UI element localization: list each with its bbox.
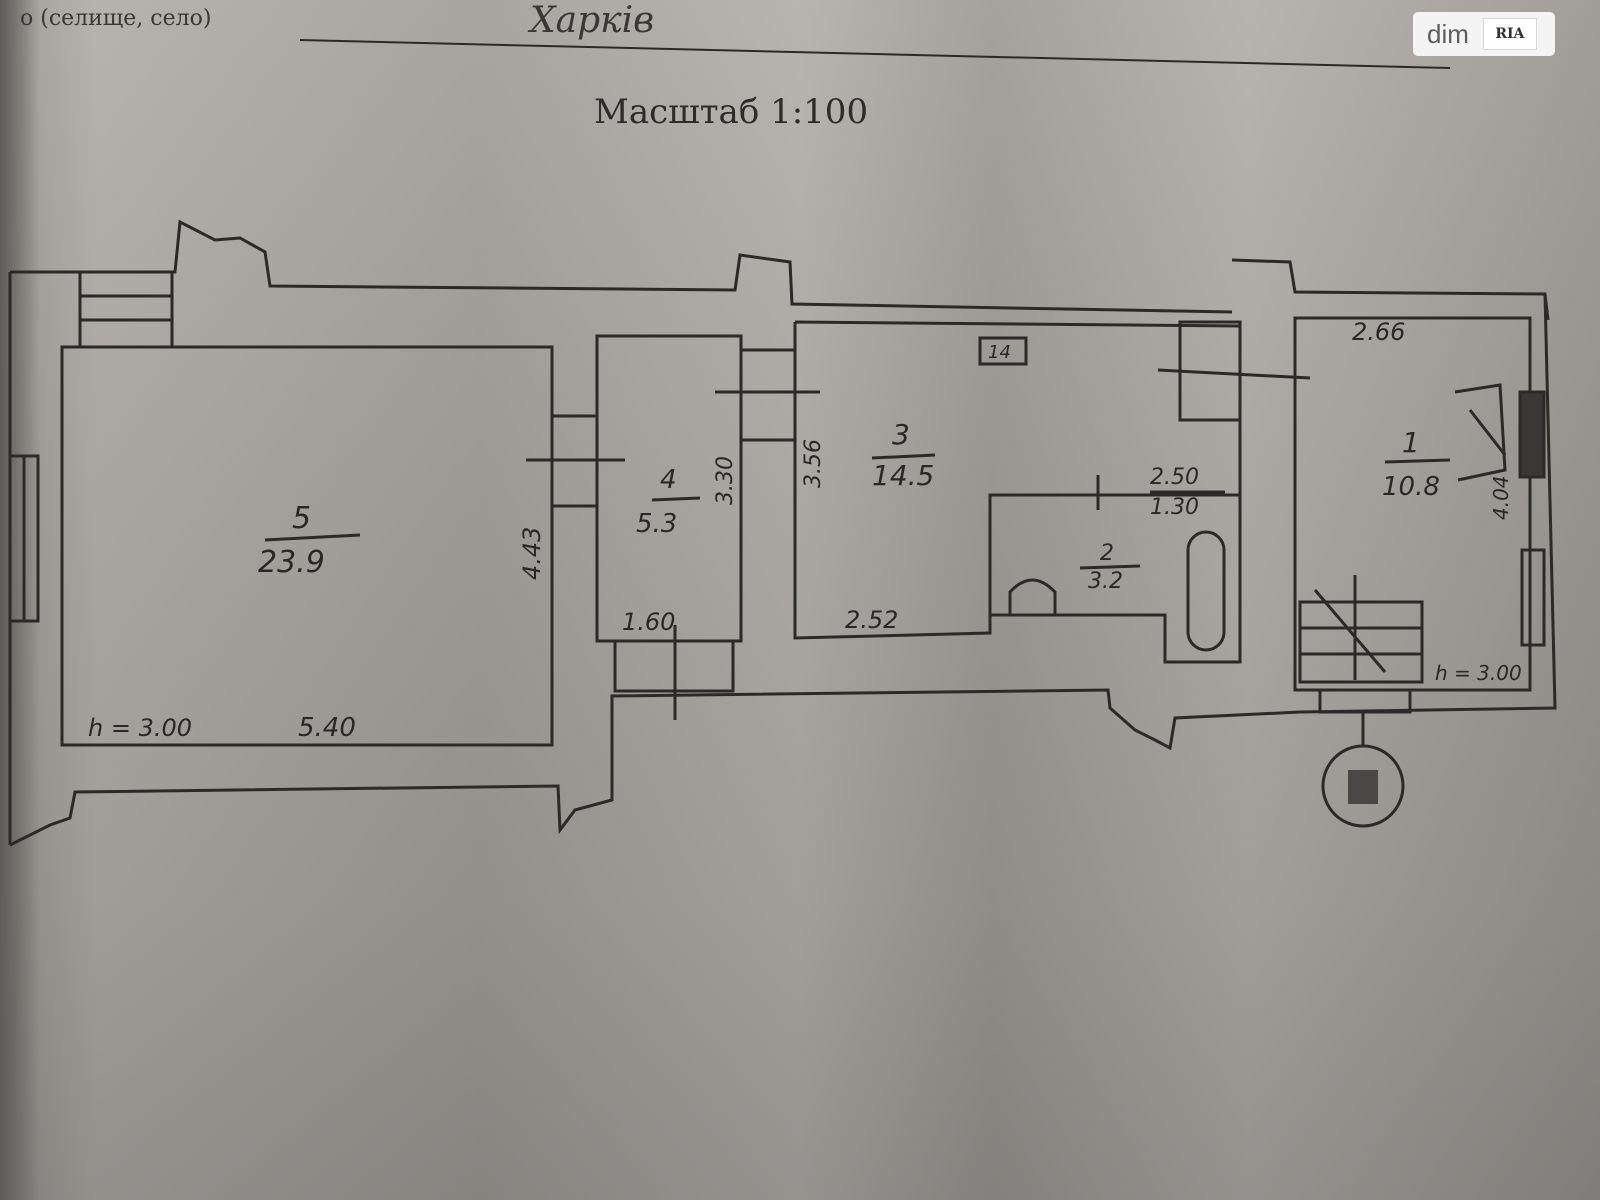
header-label: о (селище, село) xyxy=(20,6,212,31)
dim-ria-logo[interactable]: dim RIA xyxy=(1413,12,1555,56)
room-1-number: 1 xyxy=(1402,426,1420,459)
room-3-number: 3 xyxy=(892,418,910,451)
window-right-top xyxy=(1518,390,1546,479)
bathtub xyxy=(1186,530,1226,652)
handwritten-city-name: Харків xyxy=(530,0,655,41)
room-2-width-top: 2.50 xyxy=(1150,465,1199,490)
room-1-width: 2.66 xyxy=(1352,318,1405,346)
outer-wall-bottom xyxy=(9,688,1301,847)
room-5-area: 23.9 xyxy=(258,545,325,580)
outer-wall-right xyxy=(1299,293,1557,714)
room-3-width: 2.52 xyxy=(845,606,898,634)
outer-wall-top xyxy=(10,219,1233,314)
badge-box xyxy=(978,336,1028,366)
entry-steps xyxy=(78,270,174,349)
stove-symbol xyxy=(1454,383,1507,482)
room-1-height: h = 3.00 xyxy=(1435,661,1522,685)
window-right-bottom xyxy=(1520,548,1546,647)
room-2-width-bottom: 1.30 xyxy=(1150,495,1199,520)
scale-label: Масштаб 1:100 xyxy=(594,92,869,132)
header-underline xyxy=(299,39,1451,69)
room-5-width: 5.40 xyxy=(298,713,356,743)
badge-number: 14 xyxy=(988,342,1011,363)
stair-room-1 xyxy=(1298,600,1424,684)
toilet xyxy=(1008,578,1057,617)
room-2-outline xyxy=(990,493,1242,664)
door-4-3 xyxy=(739,348,797,442)
room-5-outline xyxy=(60,345,554,747)
logo-ria-badge: RIA xyxy=(1482,18,1537,50)
room-3-area: 14.5 xyxy=(872,459,934,492)
logo-dim-text: dim xyxy=(1427,18,1469,49)
room-4-depth: 3.30 xyxy=(713,456,738,505)
room-2-area: 3.2 xyxy=(1088,569,1123,594)
room-1-area: 10.8 xyxy=(1382,472,1440,502)
room-2-number: 2 xyxy=(1100,541,1114,566)
room-4-width: 1.60 xyxy=(622,608,675,636)
room-1-depth: 4.04 xyxy=(1489,475,1513,520)
room-1-outline xyxy=(1293,316,1532,692)
room-5-depth: 4.43 xyxy=(518,527,546,580)
room-5-height: h = 3.00 xyxy=(88,714,192,742)
hatched-threshold xyxy=(1318,688,1412,714)
room-4-area: 5.3 xyxy=(636,509,677,539)
outer-wall-top-right xyxy=(1231,258,1550,321)
room-5-number: 5 xyxy=(292,501,311,536)
paper-edge-shadow xyxy=(0,0,40,1200)
room-3-depth: 3.56 xyxy=(801,439,826,488)
room-4-number: 4 xyxy=(660,465,677,495)
